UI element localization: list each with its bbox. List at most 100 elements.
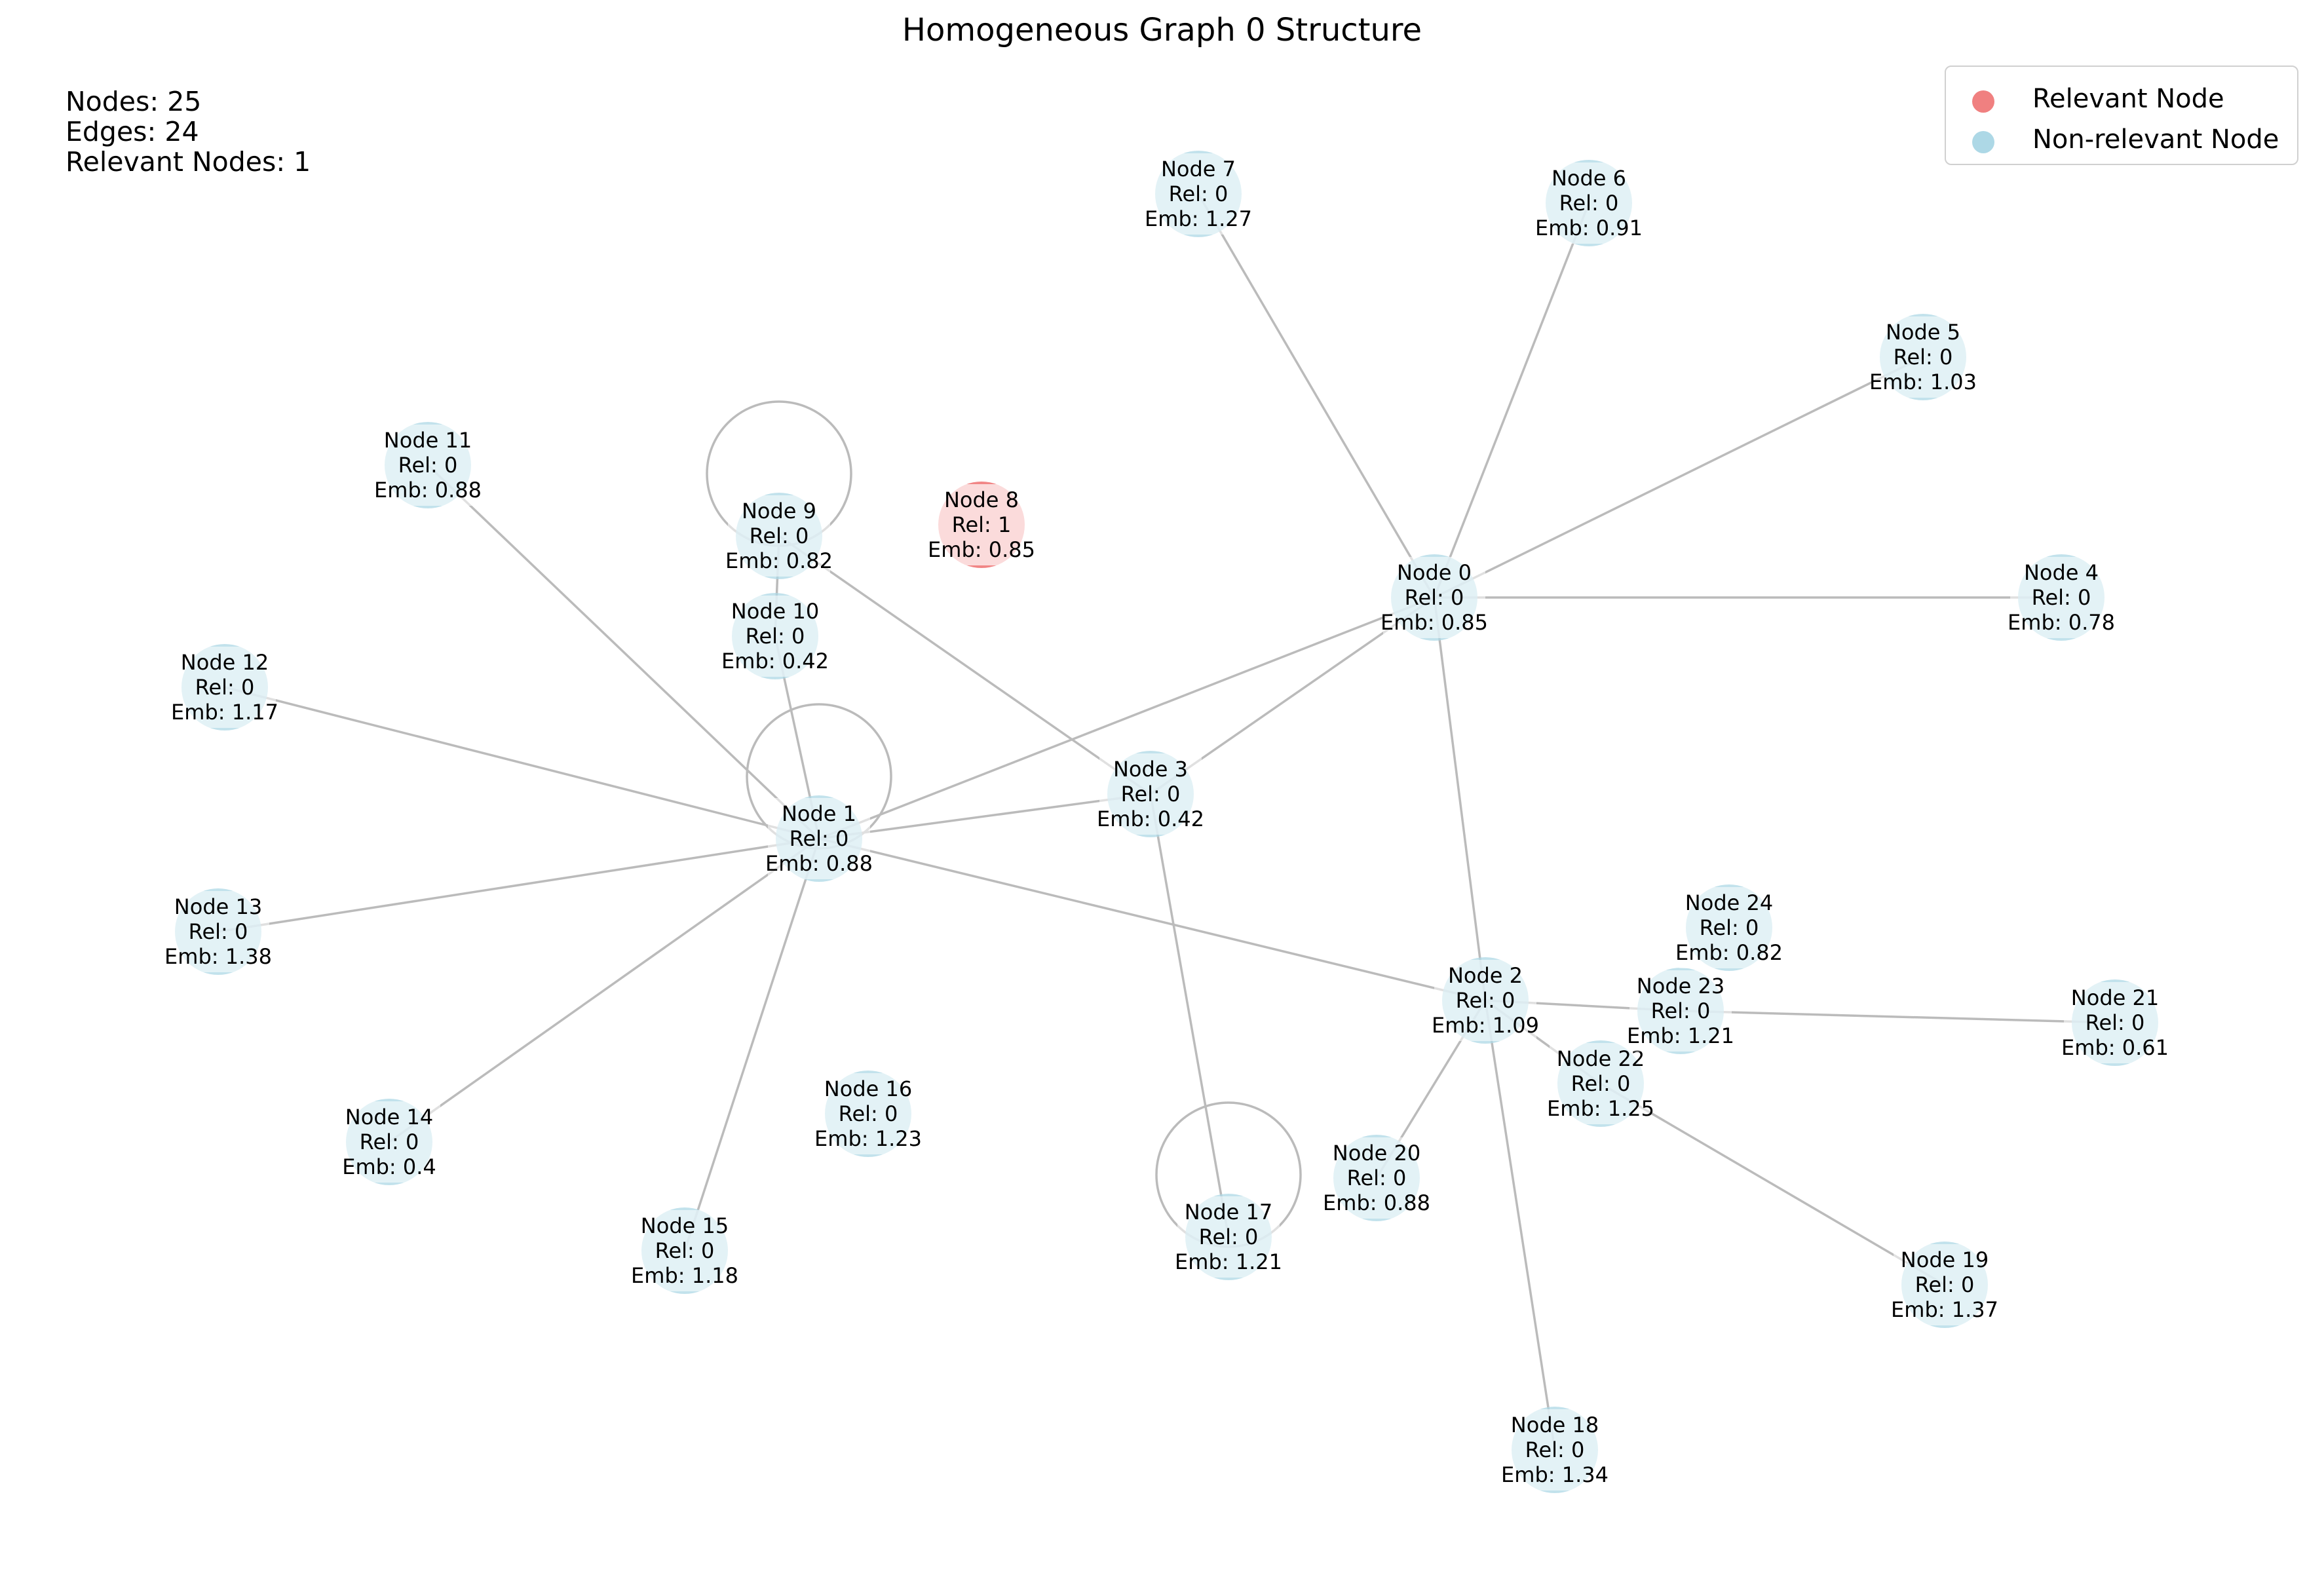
node-label-background [2010, 557, 2112, 638]
edge-0-6 [1433, 202, 1590, 598]
node-name-label: Node 17 [1185, 1200, 1272, 1224]
node-emb-label: Emb: 1.03 [1869, 370, 1977, 394]
node-emb-label: Emb: 1.18 [631, 1263, 738, 1288]
node-rel-label: Rel: 0 [1915, 1272, 1975, 1297]
node-name-label: Node 6 [1552, 166, 1626, 191]
node-emb-label: Emb: 0.85 [928, 537, 1035, 562]
edge-3-17 [1149, 793, 1230, 1238]
node-rel-label: Rel: 0 [1894, 345, 1953, 370]
node-label-background [1538, 162, 1640, 244]
node-label-background [634, 1210, 736, 1291]
edge-1-13 [218, 837, 820, 933]
legend-item-relevant: Relevant Node [1946, 81, 2297, 118]
node-name-label: Node 10 [731, 599, 819, 624]
node-rel-label: Rel: 0 [1651, 998, 1711, 1023]
node-rel-label: Rel: 0 [1121, 782, 1181, 806]
node-rel-label: Rel: 0 [195, 675, 255, 700]
edge-9-3 [778, 535, 1151, 795]
node-rel-label: Rel: 0 [839, 1101, 898, 1126]
edge-1-15 [683, 838, 820, 1251]
node-label-background [338, 1101, 440, 1183]
node-label-background [1383, 557, 1485, 638]
node-label-background [1504, 1409, 1606, 1490]
stat-nodes: Nodes: 25 [66, 86, 202, 117]
node-emb-label: Emb: 1.09 [1432, 1013, 1539, 1038]
edge-1-3 [818, 793, 1151, 840]
legend-item-non-relevant: Non-relevant Node [1946, 122, 2297, 159]
node-rel-label: Rel: 0 [1525, 1437, 1585, 1462]
node-emb-label: Emb: 1.38 [164, 944, 272, 969]
node-label-background [1325, 1137, 1428, 1219]
node-rel-label: Rel: 1 [952, 512, 1012, 537]
node-label-background [1629, 970, 1732, 1052]
node-rel-label: Rel: 0 [1169, 181, 1229, 206]
node-label-background [1434, 960, 1536, 1041]
node-emb-label: Emb: 0.88 [1323, 1190, 1430, 1215]
node-emb-label: Emb: 0.88 [765, 851, 873, 876]
relevant-node-marker-icon [1972, 90, 1994, 113]
edge-23-21 [1680, 1010, 2116, 1024]
node-emb-label: Emb: 0.42 [721, 649, 829, 674]
node-rel-label: Rel: 0 [2032, 585, 2091, 610]
node-label-background [1177, 1196, 1280, 1278]
node-label-background [930, 484, 1033, 565]
node-emb-label: Emb: 0.88 [374, 478, 482, 503]
edge-0-2 [1433, 597, 1487, 1001]
node-emb-label: Emb: 1.25 [1547, 1096, 1654, 1121]
node-name-label: Node 2 [1448, 963, 1523, 988]
node-emb-label: Emb: 1.27 [1145, 206, 1252, 231]
node-name-label: Node 12 [181, 650, 269, 675]
node-label-background [728, 495, 830, 577]
node-name-label: Node 7 [1161, 157, 1236, 181]
edge-2-18 [1484, 1000, 1556, 1451]
node-rel-label: Rel: 0 [1405, 585, 1464, 610]
node-label-background [768, 798, 870, 879]
node-rel-label: Rel: 0 [655, 1238, 715, 1263]
node-name-label: Node 4 [2024, 560, 2099, 585]
node-rel-label: Rel: 0 [1456, 988, 1515, 1013]
node-name-label: Node 0 [1397, 560, 1472, 585]
node-emb-label: Emb: 1.23 [814, 1126, 922, 1151]
node-emb-label: Emb: 1.21 [1175, 1249, 1282, 1274]
node-label-background [167, 891, 269, 972]
node-name-label: Node 9 [742, 499, 816, 523]
node-name-label: Node 14 [345, 1105, 433, 1129]
node-label-background [724, 596, 826, 677]
node-emb-label: Emb: 1.37 [1891, 1297, 1998, 1322]
node-label-background [1872, 316, 1974, 398]
node-rel-label: Rel: 0 [1700, 915, 1759, 940]
node-emb-label: Emb: 0.82 [1675, 940, 1783, 965]
node-name-label: Node 8 [944, 487, 1019, 512]
node-label-background [817, 1073, 919, 1154]
node-label-background [1894, 1244, 1996, 1325]
node-name-label: Node 20 [1333, 1141, 1420, 1166]
